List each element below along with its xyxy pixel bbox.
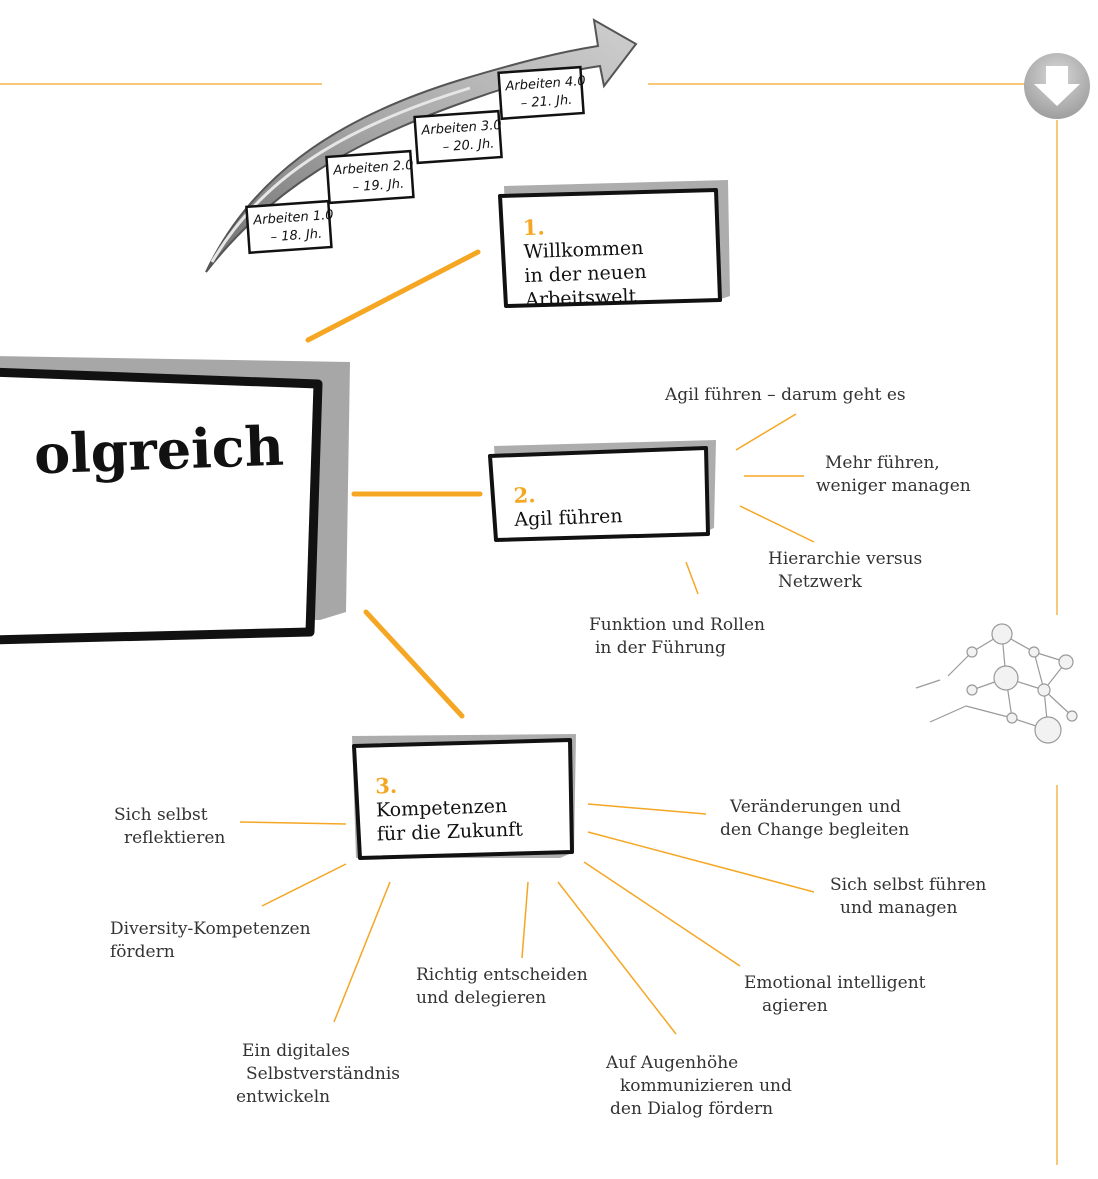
topic-emotional-line1: Emotional intelligent [744,973,926,993]
era-3-line1: Arbeiten 3.0 [420,118,502,139]
arrow-down-icon [1034,66,1080,106]
topic-emotional[interactable]: Emotional intelligent agieren [744,972,926,1018]
kompetenz-connectors [239,803,815,1035]
topic-mehr-fuehren-line1: Mehr führen, [825,453,940,473]
connector-main-to-3 [363,609,465,719]
topic-change[interactable]: Veränderungen und den Change begleiten [720,796,909,842]
section-1-line1: Willkommen [523,236,644,264]
section-1-box [498,180,730,308]
section-2-number: 2. [513,482,536,508]
topic-change-line1: Veränderungen und [730,797,902,817]
topic-reflekt-line2: reflektieren [124,828,226,848]
era-1-line1: Arbeiten 1.0 [252,208,334,229]
era-4-line2: – 21. Jh. [520,93,573,112]
topic-mehr-fuehren-line2: weniger managen [816,476,971,496]
topic-digital-line1: Ein digitales [242,1041,351,1061]
topic-digitales-selbstverstaendnis[interactable]: Ein digitales Selbstverständnis entwicke… [236,1040,400,1109]
topic-augen-line1: Auf Augenhöhe [606,1053,739,1073]
topic-hierarchie[interactable]: Hierarchie versus Netzwerk [768,548,922,594]
section-3-label: 3.Kompetenzen für die Zukunft [375,769,523,846]
main-box [0,356,350,645]
network-icon [915,623,1078,744]
section-3-line2: für die Zukunft [376,818,524,846]
topic-diversity[interactable]: Diversity-Kompetenzen fördern [110,918,311,964]
section-2-title: Agil führen [514,505,623,531]
section-1-line3: Arbeitswelt [524,285,637,312]
topic-digital-line2: Selbstverständnis [246,1064,401,1084]
era-2-line2: – 19. Jh. [352,177,405,196]
topic-entscheiden-line1: Richtig entscheiden [416,965,588,985]
topic-augenhoehe[interactable]: Auf Augenhöhe kommunizieren und den Dial… [606,1052,792,1121]
era-box-3: Arbeiten 3.0 – 20. Jh. [413,109,503,165]
scroll-down-button[interactable] [1024,53,1090,119]
topic-change-line2: den Change begleiten [720,820,910,840]
topic-selbst-reflektieren[interactable]: Sich selbst reflektieren [114,804,225,850]
section-3-number: 3. [374,772,398,799]
topic-selbstf-line1: Sich selbst führen [830,875,987,895]
era-4-line1: Arbeiten 4.0 [504,74,586,95]
section-1-number: 1. [522,214,546,241]
section-1-label: 1.Willkommen in der neuen Arbeitswelt [522,212,647,312]
topic-hierarchie-line2: Netzwerk [778,572,862,592]
topic-funktion-line1: Funktion und Rollen [589,615,765,635]
topic-funktion-line2: in der Führung [595,638,726,658]
era-2-line1: Arbeiten 2.0 [332,158,414,179]
era-box-4: Arbeiten 4.0 – 21. Jh. [497,65,586,121]
topic-entscheiden-line2: und delegieren [416,988,547,1008]
topic-hierarchie-line1: Hierarchie versus [768,549,923,569]
era-box-1: Arbeiten 1.0 – 18. Jh. [245,199,334,255]
agil-connectors [685,413,815,595]
topic-selbst-fuehren[interactable]: Sich selbst führen und managen [830,874,986,920]
section-2-label: 2.Agil führen [513,480,623,532]
era-box-2: Arbeiten 2.0 – 19. Jh. [325,149,415,205]
topic-entscheiden[interactable]: Richtig entscheiden und delegieren [416,964,588,1010]
topic-emotional-line2: agieren [762,996,828,1016]
main-title: olgreich [32,413,285,487]
topic-agil-darum[interactable]: Agil führen – darum geht es [665,384,906,407]
topic-diversity-line1: Diversity-Kompetenzen [110,919,311,939]
connector-main-to-1 [305,249,481,343]
topic-mehr-fuehren[interactable]: Mehr führen, weniger managen [816,452,971,498]
topic-funktion-rollen[interactable]: Funktion und Rollen in der Führung [589,614,765,660]
topic-augen-line2: kommunizieren und [620,1076,792,1096]
topic-agil-darum-label: Agil führen – darum geht es [665,385,906,405]
era-3-line2: – 20. Jh. [442,137,495,156]
section-3-box [352,734,576,860]
section-3-line1: Kompetenzen [375,794,508,822]
section-2-box [488,440,716,542]
topic-digital-line3: entwickeln [236,1087,331,1107]
era-1-line2: – 18. Jh. [270,227,323,246]
topic-diversity-line2: fördern [110,942,175,962]
topic-selbstf-line2: und managen [840,898,958,918]
topic-reflekt-line1: Sich selbst [114,805,208,825]
topic-augen-line3: den Dialog fördern [610,1099,774,1119]
